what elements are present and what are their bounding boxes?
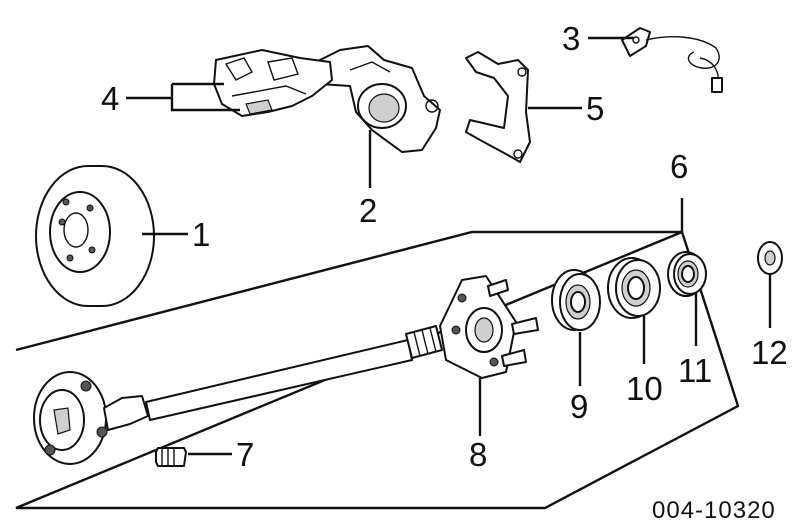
callout-labels: 1 2 3 4 5 6 7 8 9 10 11 12 <box>101 20 788 473</box>
callout-9: 9 <box>570 388 588 425</box>
callout-12: 12 <box>751 334 788 371</box>
assembly-6-outline <box>15 198 740 510</box>
bearing-10-part <box>607 257 661 319</box>
brake-rotor-part <box>35 165 155 307</box>
bearing-9-part <box>551 269 601 331</box>
wheel-speed-sensor-part <box>621 27 723 93</box>
callout-7: 7 <box>236 436 254 473</box>
caliper-bracket-part <box>213 49 333 117</box>
callout-8: 8 <box>469 436 487 473</box>
washer-12-part <box>757 241 783 275</box>
steering-knuckle-part <box>299 45 441 153</box>
caliper-adapter-part <box>465 51 531 163</box>
callout-4: 4 <box>101 80 119 117</box>
callout-11: 11 <box>678 352 712 389</box>
callout-6: 6 <box>670 148 688 185</box>
hub-flange-part <box>439 275 539 379</box>
callout-10: 10 <box>626 370 663 407</box>
wheel-stud-part <box>155 447 187 467</box>
axle-shaft-part <box>33 325 443 465</box>
callout-5: 5 <box>586 90 604 127</box>
figure-code: 004-10320 <box>652 497 776 524</box>
leader-lines <box>126 36 772 456</box>
callout-1: 1 <box>192 216 210 253</box>
callout-3: 3 <box>562 20 580 57</box>
seal-11-part <box>667 251 707 297</box>
callout-2: 2 <box>359 192 377 229</box>
